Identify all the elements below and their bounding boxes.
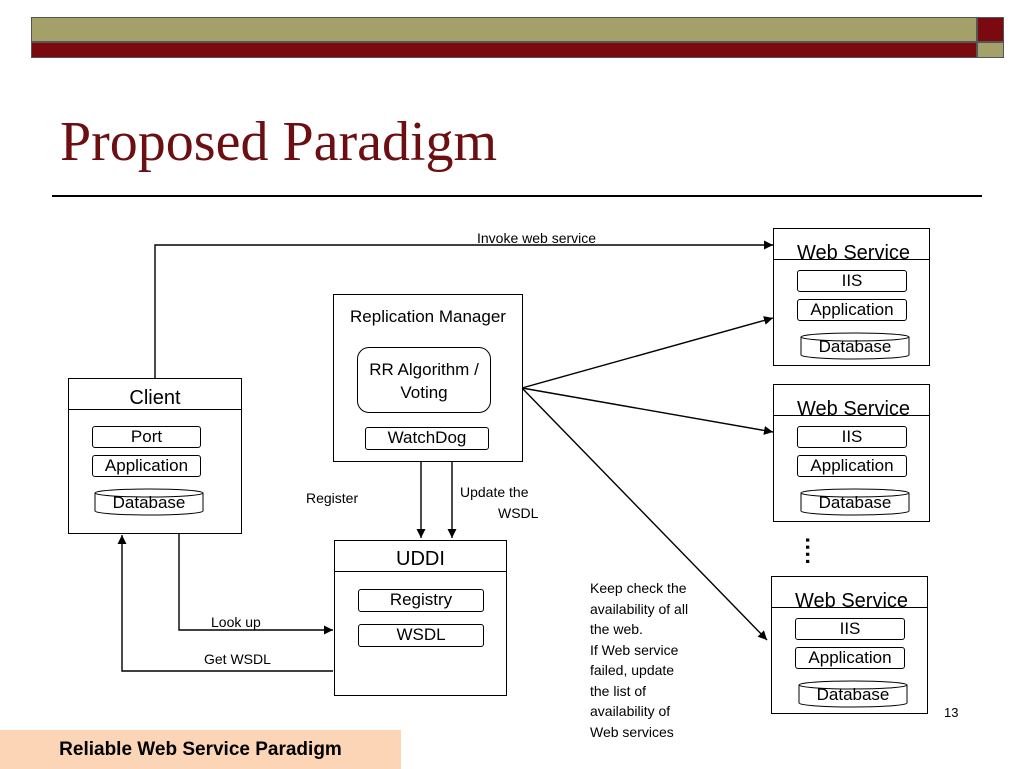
top-band-maroon [31,42,977,58]
availability-note: Keep check the availability of all the w… [590,578,688,742]
replication-manager-title: Replication Manager [350,307,506,326]
web-service-1-database: Database [800,332,910,360]
uddi-box [334,540,507,696]
note-line: the web. [590,621,643,637]
web-service-3-iis: IIS [795,618,905,640]
watchdog-box: WatchDog [365,427,489,450]
web-service-1-title: Web Service [797,242,911,264]
rm-to-ws1-arrow [521,316,774,389]
lookup-label: Look up [211,614,261,630]
web-service-2-title: Web Service [797,398,911,420]
footer-label: Reliable Web Service Paradigm [0,730,401,769]
web-service-2-iis: IIS [797,426,907,448]
update-wsdl-label-line1: Update the [460,484,529,500]
client-title: Client [129,387,181,409]
top-square-olive [977,42,1004,58]
web-service-3-database-label: Database [816,685,890,704]
invoke-arrow [154,240,773,378]
slide-title: Proposed Paradigm [60,111,498,173]
rr-algorithm-box [357,347,491,413]
web-service-1-iis: IIS [797,270,907,292]
uddi-registry: Registry [358,589,484,612]
title-divider [52,195,982,197]
client-application: Application [92,455,201,477]
web-service-1-application: Application [797,299,907,321]
note-line: availability of all [590,600,689,617]
lookup-arrow [178,534,333,635]
invoke-label: Invoke web service [477,230,597,246]
web-service-1-database-label: Database [818,337,892,356]
note-line: the list of [590,682,647,699]
page-number: 13 [944,705,959,720]
web-service-3-database: Database [798,680,908,708]
more-services-ellipsis: .... [801,537,826,566]
note-line: availability of [590,703,671,719]
update-wsdl-label-line2: WSDL [498,505,539,521]
uddi-wsdl: WSDL [358,624,484,647]
uddi-title: UDDI [396,548,445,570]
rm-to-ws3-arrow [521,387,768,641]
client-port: Port [92,426,201,448]
get-wsdl-label: Get WSDL [204,651,271,667]
note-line: Keep check the [590,580,687,596]
web-service-3-application: Application [795,647,905,669]
top-square-maroon [977,17,1004,42]
top-band-olive [31,17,977,42]
client-database: Database [94,488,204,516]
rr-algorithm-label: RR Algorithm / Voting [369,360,479,402]
web-service-3-title: Web Service [795,590,909,612]
note-line: failed, update [590,662,675,678]
note-line: Web services [590,723,674,740]
get-wsdl-arrow [117,535,333,672]
web-service-2-database-label: Database [818,493,892,512]
rm-to-ws2-arrow [521,387,774,435]
web-service-2-application: Application [797,455,907,477]
note-line: If Web service [590,641,679,658]
register-label: Register [306,490,359,506]
web-service-2-database: Database [800,488,910,516]
client-database-label: Database [112,493,186,512]
